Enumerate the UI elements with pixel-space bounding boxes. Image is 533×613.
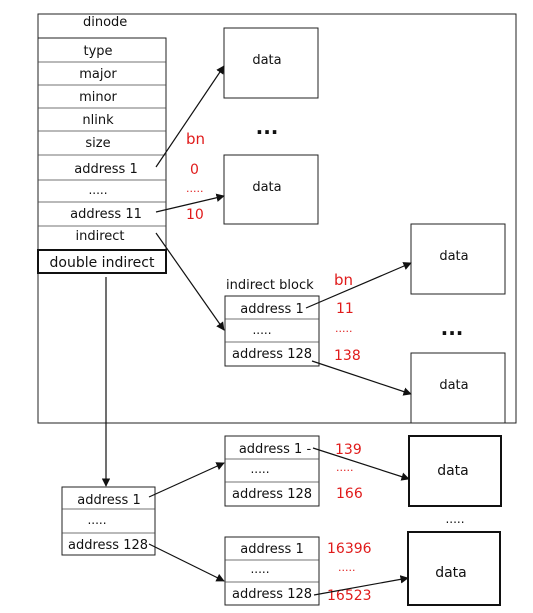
arrow-child1-to-data — [312, 447, 410, 481]
double-top-row-ellipsis: ..... — [87, 513, 106, 527]
direct-data-block-first — [223, 27, 319, 99]
indirect-bn-last: 138 — [334, 348, 361, 364]
arrow-indirect-address128-to-data — [311, 360, 412, 396]
indirect-block-row-address-128: address 128 — [232, 347, 312, 362]
double-data-ellipsis: ..... — [445, 512, 464, 526]
direct-data-label-first: data — [252, 53, 281, 68]
indirect-bn-header: bn — [334, 271, 353, 289]
indirect-block-title: indirect block — [226, 278, 314, 293]
double-child1-bn-first: 139 — [335, 442, 362, 458]
dinode-field-address-11: address 11 — [70, 207, 142, 222]
indirect-data-label-last: data — [439, 378, 468, 393]
indirect-block-row-address-1: address 1 — [240, 302, 303, 317]
indirect-data-block-first — [410, 223, 506, 295]
double-child1-row-ellipsis: ..... — [250, 462, 269, 476]
direct-bn-first: 0 — [190, 162, 199, 178]
dinode-field-indirect: indirect — [75, 229, 124, 244]
dinode-field-type: type — [83, 44, 112, 59]
direct-data-ellipsis: ... — [256, 115, 279, 139]
indirect-bn-dots: ..... — [335, 322, 352, 335]
double-child2-row-address-1: address 1 — [240, 542, 303, 557]
double-indirect-block-table: address 1 ..... address 128 — [61, 486, 156, 556]
double-child2-row-address-128: address 128 — [232, 587, 312, 602]
dinode-field-ellipsis: ..... — [88, 183, 107, 197]
double-top-row-address-128: address 128 — [68, 538, 148, 553]
dinode-field-size: size — [85, 136, 110, 151]
dinode-field-minor: minor — [79, 90, 117, 105]
double-data-label-first: data — [437, 463, 469, 479]
double-child2-bn-first: 16396 — [327, 541, 372, 557]
indirect-data-label-first: data — [439, 249, 468, 264]
direct-bn-header: bn — [186, 130, 205, 148]
double-child2-table: address 1 ..... address 128 — [224, 536, 320, 606]
double-child1-bn-last: 166 — [336, 486, 363, 502]
double-top-row-address-1: address 1 — [77, 493, 140, 508]
arrow-double-address128-to-block — [148, 543, 225, 582]
indirect-block-table: address 1 ..... address 128 — [224, 295, 320, 367]
direct-bn-dots: ..... — [186, 182, 203, 195]
dinode-field-nlink: nlink — [82, 113, 114, 128]
dinode-double-indirect-cell — [37, 249, 167, 274]
arrow-indirect-to-block — [155, 232, 225, 331]
double-child2-row-ellipsis: ..... — [250, 562, 269, 576]
arrow-child2-to-data — [313, 575, 409, 596]
double-data-block-first — [408, 435, 502, 507]
double-data-block-last — [407, 531, 501, 606]
arrow-address1-to-data — [155, 65, 225, 168]
indirect-data-ellipsis: ... — [441, 316, 464, 340]
double-child1-row-address-1: address 1 - — [239, 442, 312, 457]
double-child1-table: address 1 - ..... address 128 — [224, 435, 320, 507]
dinode-field-address-1: address 1 — [74, 162, 137, 177]
double-child1-bn-dots: ..... — [336, 461, 353, 474]
dinode-table: type major minor nlink size address 1 ..… — [37, 37, 167, 251]
arrow-indirect-address1-to-data — [305, 262, 412, 309]
double-data-label-last: data — [435, 565, 467, 581]
dinode-title: dinode — [83, 15, 127, 30]
direct-bn-last: 10 — [186, 207, 204, 223]
direct-data-label-last: data — [252, 180, 281, 195]
double-child1-row-address-128: address 128 — [232, 487, 312, 502]
indirect-bn-first: 11 — [336, 301, 354, 317]
dinode-field-major: major — [79, 67, 117, 82]
indirect-block-row-ellipsis: ..... — [252, 323, 271, 337]
arrow-double-address1-to-block — [148, 462, 225, 498]
direct-data-block-last — [223, 154, 319, 225]
dinode-field-double-indirect: double indirect — [50, 255, 155, 271]
double-child2-bn-last: 16523 — [327, 588, 372, 604]
double-child2-bn-dots: ..... — [338, 561, 355, 574]
arrow-address11-to-data — [155, 193, 225, 213]
indirect-data-block-last — [410, 352, 506, 424]
